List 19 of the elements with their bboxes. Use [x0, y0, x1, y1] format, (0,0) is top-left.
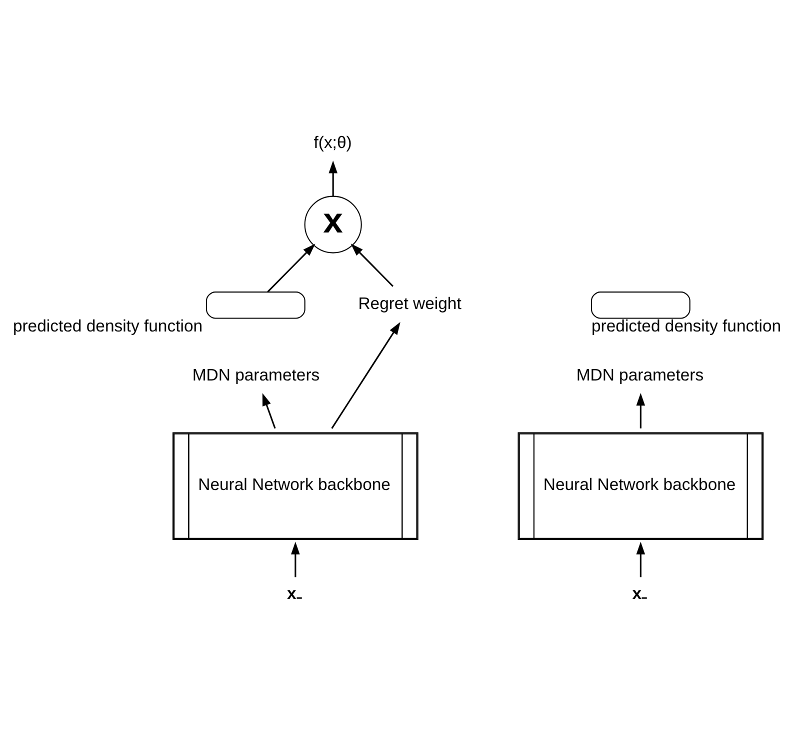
node-text: x₋ — [632, 584, 648, 603]
node-text: x₋ — [287, 584, 302, 603]
arrow — [636, 542, 646, 578]
node-curve — [206, 292, 306, 319]
node-text: f(x;θ) — [314, 132, 352, 152]
node-label: predicted density function — [592, 316, 782, 336]
node-text: MDN parameters — [192, 365, 320, 384]
arrow — [262, 393, 276, 429]
node-label: predicted density function — [12, 316, 203, 336]
arrow — [291, 542, 300, 578]
arrow — [328, 160, 338, 196]
node-text: Regret weight — [358, 294, 462, 314]
arrow — [267, 244, 316, 292]
arrow — [331, 322, 400, 429]
node-curve — [590, 292, 690, 319]
arrow — [350, 244, 394, 287]
node-text: MDN parameters — [576, 365, 704, 384]
node-circle: x — [304, 196, 362, 254]
arrow — [636, 393, 646, 428]
